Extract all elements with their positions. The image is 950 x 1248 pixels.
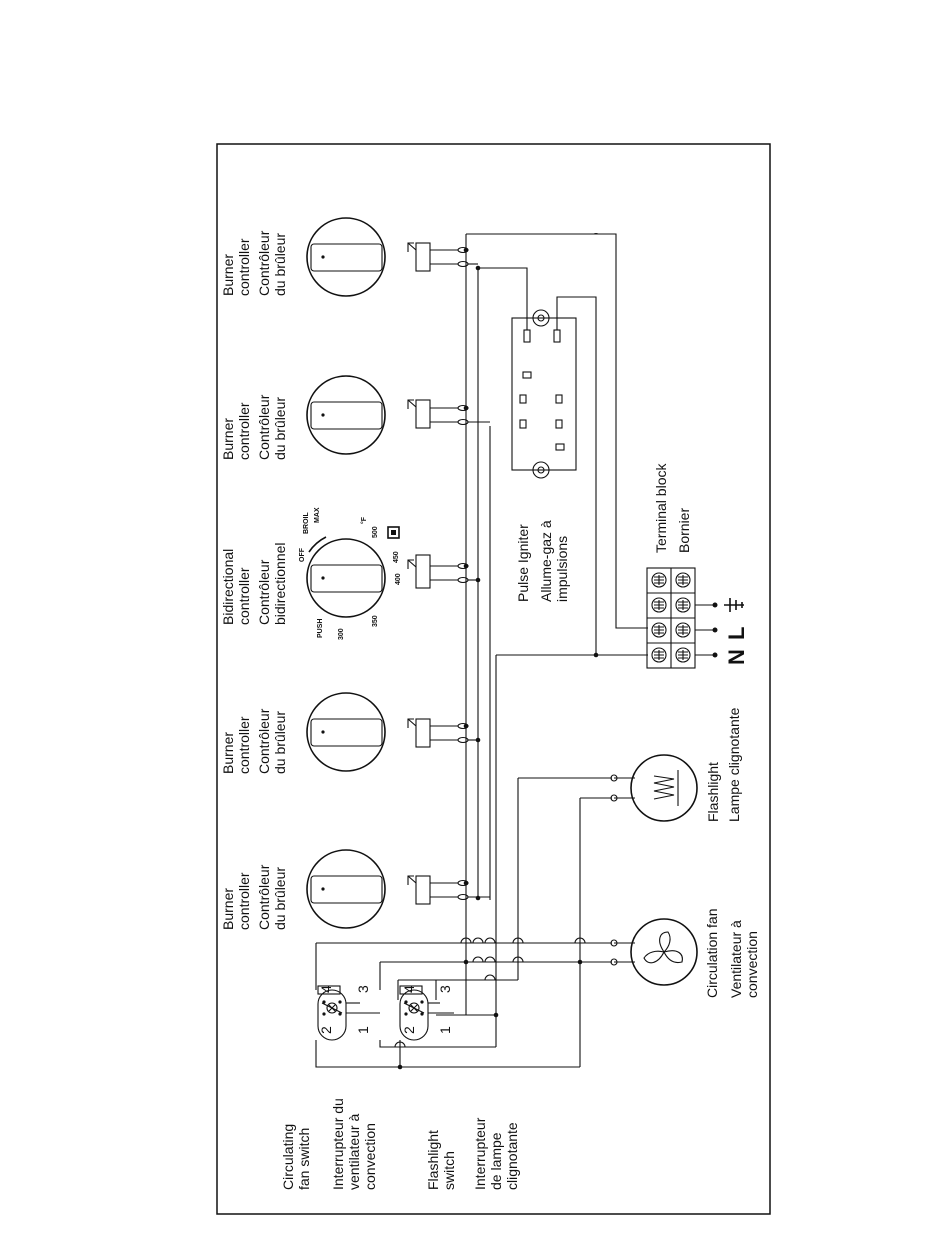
svg-text:du brûleur: du brûleur [272, 867, 288, 930]
svg-text:Bidirectional: Bidirectional [220, 549, 236, 625]
svg-text:350: 350 [372, 615, 379, 627]
svg-text:Contrôleur: Contrôleur [256, 864, 272, 930]
svg-text:Interrupteur: Interrupteur [472, 1117, 488, 1190]
svg-text:BROIL: BROIL [303, 512, 310, 535]
diagram-frame [216, 143, 771, 1215]
svg-text:clignotante: clignotante [504, 1122, 520, 1190]
svg-text:Allume-gaz à: Allume-gaz à [538, 520, 554, 602]
svg-text:4: 4 [401, 985, 417, 993]
flashlight-switch-label: Flashlight switch Interrupteur de lampe … [425, 1117, 520, 1190]
svg-text:300: 300 [338, 628, 345, 640]
ground-icon [724, 598, 744, 612]
svg-text:Circulating: Circulating [280, 1124, 296, 1190]
svg-text:du brûleur: du brûleur [272, 397, 288, 460]
svg-text:Interrupteur du: Interrupteur du [330, 1098, 346, 1190]
burner-controller-label-3: Burner controller Contrôleur du brûleur [220, 394, 288, 460]
svg-text:bidirectionnel: bidirectionnel [272, 543, 288, 626]
burner-knob-1 [306, 849, 386, 929]
svg-text:Flashlight: Flashlight [425, 1130, 441, 1190]
burner-controller-label-1: Burner controller Contrôleur du brûleur [220, 864, 288, 930]
svg-text:3: 3 [355, 985, 371, 993]
svg-text:convection: convection [744, 931, 760, 998]
burner-knob-2 [306, 692, 386, 772]
circulation-fan-label: Circulation fan Ventilateur à convection [704, 909, 760, 999]
svg-text:Pulse Igniter: Pulse Igniter [515, 524, 531, 602]
svg-text:4: 4 [318, 985, 334, 993]
svg-text:impulsions: impulsions [554, 536, 570, 602]
flashlight-lamp-icon [610, 754, 698, 822]
svg-text:3: 3 [437, 985, 453, 993]
bus-wires [315, 233, 648, 1070]
burner-switch-4 [407, 242, 469, 272]
svg-text:controller: controller [236, 567, 252, 625]
broil-symbol-icon [387, 526, 400, 539]
flashlight-switch: 4 3 2 1 [399, 985, 454, 1041]
svg-text:du brûleur: du brûleur [272, 711, 288, 774]
bidirectional-switch [407, 554, 469, 589]
svg-text:Terminal block: Terminal block [653, 463, 669, 553]
svg-text:1: 1 [355, 1026, 371, 1034]
svg-text:Contrôleur: Contrôleur [256, 394, 272, 460]
burner-switch-1 [407, 875, 469, 905]
svg-text:controller: controller [236, 238, 252, 296]
svg-text:Burner: Burner [220, 254, 236, 296]
burner-knob-3 [306, 375, 386, 455]
svg-text:Contrôleur: Contrôleur [256, 559, 272, 625]
burner-controller-label-4: Burner controller Contrôleur du brûleur [220, 230, 288, 296]
terminal-block [646, 567, 718, 669]
svg-text:Flashlight: Flashlight [705, 762, 721, 822]
circulating-fan-switch: 4 3 2 1 [317, 985, 380, 1041]
terminal-l-label: L [724, 627, 749, 640]
burner-controller-label-2: Burner controller Contrôleur du brûleur [220, 708, 288, 774]
svg-text:Burner: Burner [220, 732, 236, 774]
svg-text:Contrôleur: Contrôleur [256, 230, 272, 296]
svg-text:convection: convection [362, 1123, 378, 1190]
svg-text:500: 500 [372, 526, 379, 538]
burner-switch-2 [407, 718, 469, 748]
svg-text:450: 450 [393, 551, 400, 563]
svg-text:2: 2 [401, 1026, 417, 1034]
terminal-block-label: Terminal block Bornier [653, 463, 692, 553]
burner-switch-3 [407, 399, 469, 429]
circulating-fan-switch-label: Circulating fan switch Interrupteur du v… [280, 1098, 378, 1190]
svg-text:°F: °F [360, 516, 368, 524]
svg-text:Ventilateur à: Ventilateur à [728, 920, 744, 998]
svg-text:controller: controller [236, 716, 252, 774]
svg-text:Lampe clignotante: Lampe clignotante [726, 707, 742, 822]
flashlight-label: Flashlight Lampe clignotante [705, 707, 742, 822]
svg-text:de lampe: de lampe [488, 1132, 504, 1190]
circulation-fan-icon [610, 918, 698, 986]
svg-text:PUSH: PUSH [317, 619, 324, 638]
pulse-igniter-label: Pulse Igniter Allume-gaz à impulsions [515, 520, 570, 602]
terminal-n-label: N [724, 649, 749, 665]
svg-text:Burner: Burner [220, 888, 236, 930]
svg-text:Burner: Burner [220, 418, 236, 460]
svg-text:fan switch: fan switch [296, 1128, 312, 1190]
svg-text:MAX: MAX [314, 507, 321, 523]
svg-text:400: 400 [395, 573, 402, 585]
svg-text:ventilateur à: ventilateur à [346, 1114, 362, 1190]
burner-knob-4 [306, 217, 386, 297]
svg-text:controller: controller [236, 402, 252, 460]
bidirectional-knob: PUSH 300 350 400 450 500 OFF BROIL MAX °… [299, 507, 402, 640]
svg-text:switch: switch [441, 1151, 457, 1190]
svg-text:2: 2 [318, 1026, 334, 1034]
pulse-igniter [511, 309, 577, 479]
svg-text:OFF: OFF [299, 547, 306, 562]
bidirectional-controller-label: Bidirectional controller Contrôleur bidi… [220, 543, 288, 626]
svg-text:du brûleur: du brûleur [272, 233, 288, 296]
svg-text:Circulation fan: Circulation fan [704, 909, 720, 999]
svg-text:1: 1 [437, 1026, 453, 1034]
svg-text:Bornier: Bornier [676, 508, 692, 553]
svg-text:controller: controller [236, 872, 252, 930]
svg-text:Contrôleur: Contrôleur [256, 708, 272, 774]
